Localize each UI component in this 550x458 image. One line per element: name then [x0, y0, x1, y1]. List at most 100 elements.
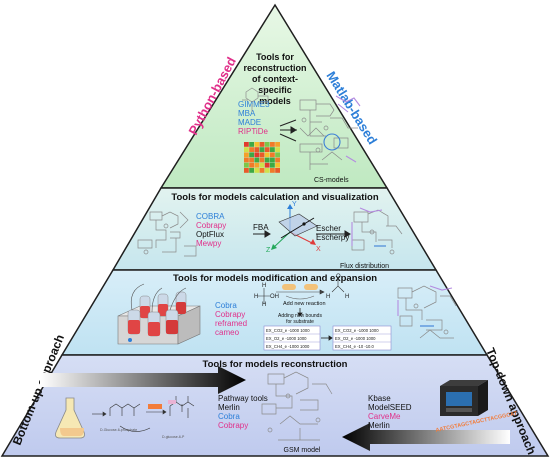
expanded-network: [397, 285, 457, 339]
heatmap-cell: [254, 162, 260, 168]
heatmap-cell: [259, 162, 265, 168]
heatmap-cell: [249, 168, 254, 173]
tool-kbase: Kbase: [368, 394, 391, 403]
heatmap-cell: [275, 162, 280, 168]
top-level-title: Tools for reconstruction of context- spe…: [243, 52, 306, 106]
heatmap-cell: [270, 152, 275, 158]
svg-text:H: H: [345, 294, 349, 300]
heatmap-cell: [264, 157, 270, 163]
tool-carveme: CarveMe: [368, 412, 401, 421]
heatmap-cell: [275, 168, 280, 173]
top-title-line-5: models: [259, 96, 291, 106]
heatmap-cell: [254, 157, 260, 163]
dna-sequencer-icon: [440, 380, 488, 416]
heatmap-cell: [249, 152, 254, 158]
svg-text:H: H: [254, 294, 258, 300]
tool-cobra: COBRA: [196, 212, 225, 221]
bounds-arrow: [321, 335, 333, 341]
tool-merlin-right: Merlin: [368, 421, 390, 430]
tool-modelseed: ModelSEED: [368, 403, 412, 412]
bounds-new-row-3: EX_CH4_e -10 -10.0: [335, 344, 375, 349]
heatmap-cell: [244, 142, 249, 147]
bottom-up-arrow: [40, 366, 246, 394]
heatmap-cell: [259, 168, 265, 173]
heatmap-cell: [254, 152, 260, 158]
heatmap-cell: [254, 147, 260, 152]
heatmap-cell: [249, 162, 254, 168]
tool-cobra-mod: Cobra: [215, 301, 237, 310]
enzyme-box: [148, 404, 162, 409]
tool-cobrapy-mod: Cobrapy: [215, 310, 245, 319]
heatmap-cell: [270, 168, 275, 173]
tool-cobrapy: Cobrapy: [196, 221, 226, 230]
bounds-new-row-1: EX_CO2_e -1000 1000: [335, 328, 379, 333]
pathway-small-labels: D-Glucose-6-phosphate D-glucose-6-P: [100, 428, 185, 439]
tool-mewpy: Mewpy: [196, 239, 221, 248]
modify-level-title: Tools for models modification and expans…: [173, 273, 377, 284]
flux-space-axes: [271, 204, 318, 250]
heatmap-cell: [270, 142, 275, 147]
tool-reframed: reframed: [215, 319, 247, 328]
add-new-reaction-label: Add new reaction: [283, 301, 326, 307]
tool-escherpy: Escherpy: [316, 233, 349, 242]
heatmap-cell: [244, 168, 249, 173]
tool-riptide: RIPTiDe: [238, 127, 268, 136]
heatmap-cell: [244, 162, 249, 168]
flux-distribution-label: Flux distribution: [340, 263, 389, 270]
svg-text:OH: OH: [270, 294, 279, 300]
cs-model-highlight: [323, 95, 361, 163]
cs-model-network: [299, 99, 358, 170]
expression-heatmap: [244, 142, 280, 173]
heatmap-cell: [270, 162, 275, 168]
heatmap-cell: [249, 142, 254, 147]
svg-text:H: H: [262, 283, 266, 289]
top-arrows: [279, 119, 297, 142]
heatmap-cell: [254, 168, 260, 173]
heatmap-cell: [264, 147, 270, 152]
svg-text:O: O: [336, 274, 341, 280]
bounds-new-row-2: EX_O2_e -1000 1000: [335, 336, 376, 341]
tool-merlin-left: Merlin: [218, 403, 240, 412]
heatmap-cell: [244, 157, 249, 163]
heatmap-cell: [275, 157, 280, 163]
heatmap-cell: [259, 147, 265, 152]
culture-flask-icon: [55, 397, 85, 439]
heatmap-cell: [264, 152, 270, 158]
gsm-model-label: GSM model: [284, 447, 321, 454]
cs-models-label: CS-models: [314, 177, 349, 184]
bounds-old-row-3: EX_CH4_e -1000 1000: [266, 344, 310, 349]
escher-tool-list: Escher Escherpy: [316, 224, 349, 242]
recon-left-tool-list: Pathway tools Merlin Cobra Cobrapy: [218, 394, 268, 430]
svg-text:D-Glucose-6-phosphate: D-Glucose-6-phosphate: [100, 428, 137, 432]
heatmap-cell: [254, 142, 260, 147]
bounds-old-row-1: EX_CO2_e -1000 1000: [266, 328, 310, 333]
new-reaction-scheme: [258, 280, 345, 304]
top-down-arrow: [342, 423, 510, 451]
heatmap-cell: [244, 152, 249, 158]
tool-pathway-tools: Pathway tools: [218, 394, 268, 403]
axis-x-label: X: [316, 246, 321, 253]
flux-map-highlight: [351, 207, 386, 247]
fba-arrow: [253, 230, 271, 238]
heatmap-cell: [259, 142, 265, 147]
recon-level-title: Tools for models reconstruction: [203, 359, 348, 370]
heatmap-cell: [259, 157, 265, 163]
tool-cobrapy-recon: Cobrapy: [218, 421, 248, 430]
heatmap-cell: [244, 147, 249, 152]
molecule-right: O H H: [326, 274, 349, 300]
heatmap-cell: [249, 157, 254, 163]
fba-label: FBA: [253, 223, 269, 232]
top-title-line-1: Tools for: [256, 52, 294, 62]
bioreactor-image: [117, 283, 201, 345]
axis-z-label: Z: [266, 247, 271, 254]
modify-tool-list: Cobra Cobrapy reframed cameo: [215, 301, 247, 337]
heatmap-cell: [275, 147, 280, 152]
top-title-line-4: specific: [258, 85, 292, 95]
heatmap-cell: [270, 147, 275, 152]
svg-text:H: H: [326, 294, 330, 300]
heatmap-cell: [264, 168, 270, 173]
calc-tool-list: COBRA Cobrapy OptFlux Mewpy: [196, 212, 226, 248]
heatmap-cell: [264, 162, 270, 168]
